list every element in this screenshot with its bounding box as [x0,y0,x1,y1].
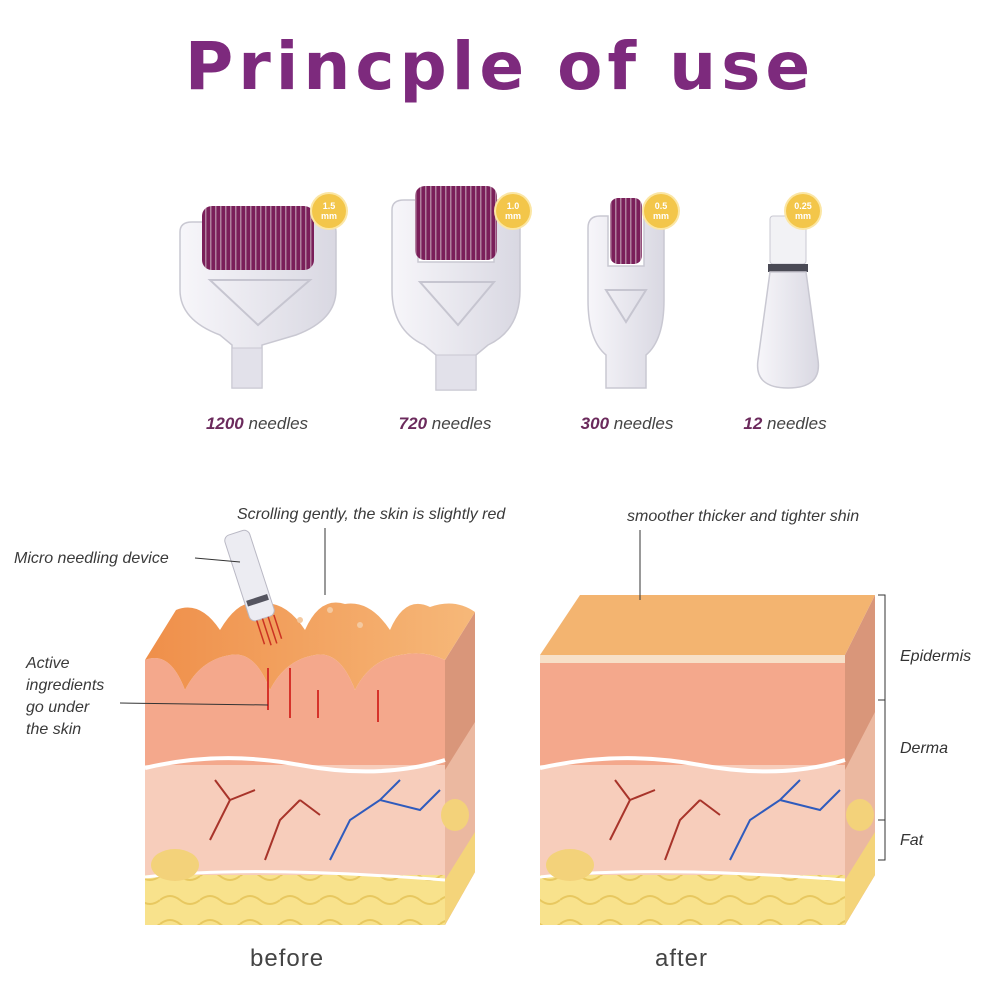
rollers-illustration [179,186,820,391]
layer-label-fat: Fat [900,832,924,849]
leader-lines [119,528,886,861]
scroll-note: Scrolling gently, the skin is slightly r… [237,506,506,523]
before-caption: before [250,945,325,972]
roller-0-25mm [756,215,820,389]
needle-count-label: 720 needles [398,414,492,433]
layer-label-epidermis: Epidermis [900,648,972,665]
skin-after [539,595,875,925]
needle-count-label: 1200 needles [205,414,309,433]
roller-1-5mm [179,206,337,389]
roller-1-0mm [391,186,521,391]
needle-count-label: 300 needles [580,414,674,433]
after-note: smoother thicker and tighter shin [627,508,860,525]
needle-count-label: 12 needles [743,414,827,433]
device-label: Micro needling device [14,550,169,567]
page-title: Princple of use [184,28,816,105]
roller-0-5mm [587,198,665,389]
ingredients-note: Active ingredients go under the skin [26,655,105,738]
layer-label-derma: Derma [900,740,949,757]
skin-before [144,529,475,925]
after-caption: after [655,945,709,972]
